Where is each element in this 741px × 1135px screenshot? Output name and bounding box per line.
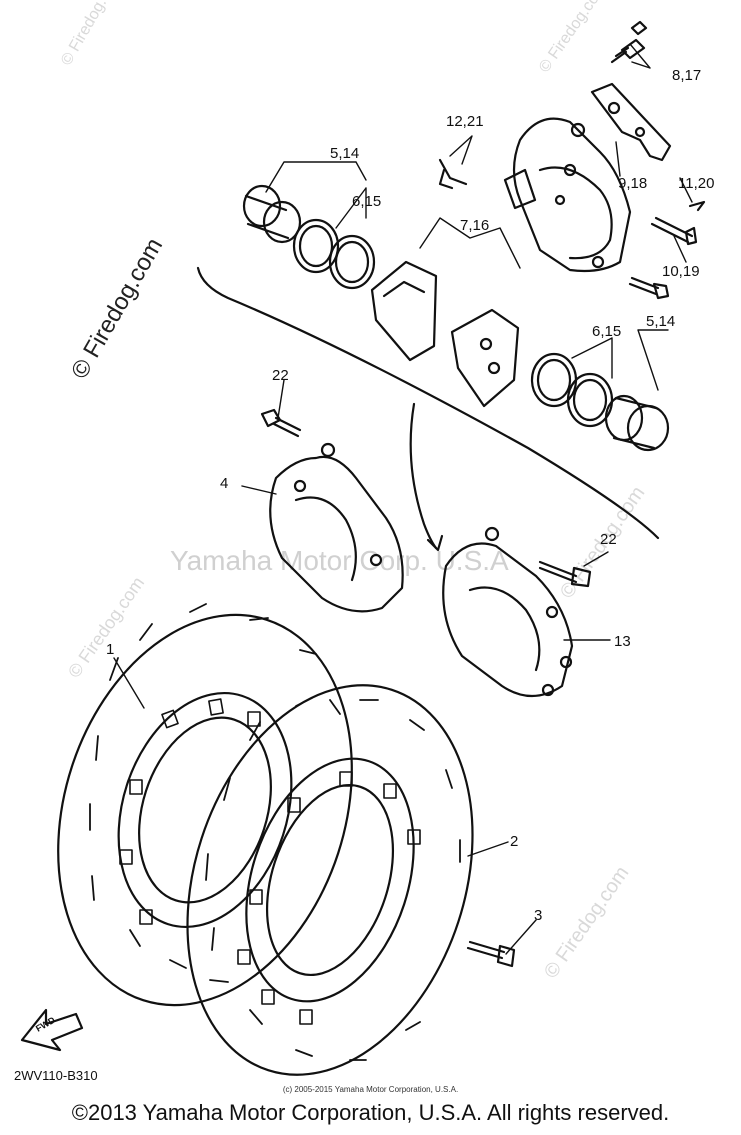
callout-10-19: 10,19 bbox=[662, 263, 700, 280]
callout-22-left: 22 bbox=[272, 367, 289, 384]
small-copyright: (c) 2005-2015 Yamaha Motor Corporation, … bbox=[282, 1085, 459, 1094]
piston-left-part bbox=[242, 184, 302, 244]
callout-6-15-top: 6,15 bbox=[352, 193, 381, 210]
callout-12-21: 12,21 bbox=[446, 113, 484, 130]
diagram-code: 2WV110-B310 bbox=[14, 1068, 98, 1083]
mount-bolt-left-part bbox=[260, 408, 302, 438]
caliper-bolt-part bbox=[628, 276, 670, 300]
callout-11-20: 11,20 bbox=[678, 175, 714, 192]
brake-pad-part bbox=[370, 260, 520, 408]
callout-8-17: 8,17 bbox=[672, 67, 701, 84]
callout-22-right: 22 bbox=[600, 531, 617, 548]
caliper-bracket-part bbox=[590, 82, 672, 162]
callout-13: 13 bbox=[614, 633, 631, 650]
bleed-screw-part bbox=[610, 20, 648, 64]
piston-seal-left-part bbox=[292, 218, 376, 290]
group-bracket-line bbox=[196, 266, 660, 540]
callout-6-15-right: 6,15 bbox=[592, 323, 621, 340]
callout-7-16: 7,16 bbox=[460, 217, 489, 234]
callout-4: 4 bbox=[220, 475, 228, 492]
callout-9-18: 9,18 bbox=[618, 175, 647, 192]
callout-5-14-top: 5,14 bbox=[330, 145, 359, 162]
caliper-left-part bbox=[269, 442, 404, 613]
assembly-arrow bbox=[409, 402, 438, 550]
brake-disc-right-part bbox=[186, 684, 474, 1076]
caliper-body-upper-part bbox=[503, 117, 632, 273]
disc-bolt-part bbox=[466, 940, 516, 968]
pad-pin-part bbox=[688, 200, 706, 212]
callout-3: 3 bbox=[534, 907, 542, 924]
mount-bolt-right-part bbox=[538, 560, 592, 588]
pad-clip-part bbox=[438, 158, 468, 190]
footer-copyright: ©2013 Yamaha Motor Corporation, U.S.A. A… bbox=[71, 1100, 670, 1125]
watermark-center: Yamaha Motor Corp. U.S.A bbox=[170, 545, 509, 576]
brake-disc-left-part bbox=[57, 603, 353, 1007]
piston-seal-right-part bbox=[530, 352, 614, 428]
callout-5-14-right: 5,14 bbox=[646, 313, 675, 330]
fwd-label: FWD bbox=[34, 1015, 57, 1034]
caliper-right-part bbox=[442, 526, 574, 697]
slide-pin-part bbox=[650, 216, 698, 246]
callout-2: 2 bbox=[510, 833, 518, 850]
piston-right-part bbox=[604, 394, 670, 452]
callout-1: 1 bbox=[106, 641, 114, 658]
fwd-arrow-icon bbox=[20, 1008, 84, 1052]
